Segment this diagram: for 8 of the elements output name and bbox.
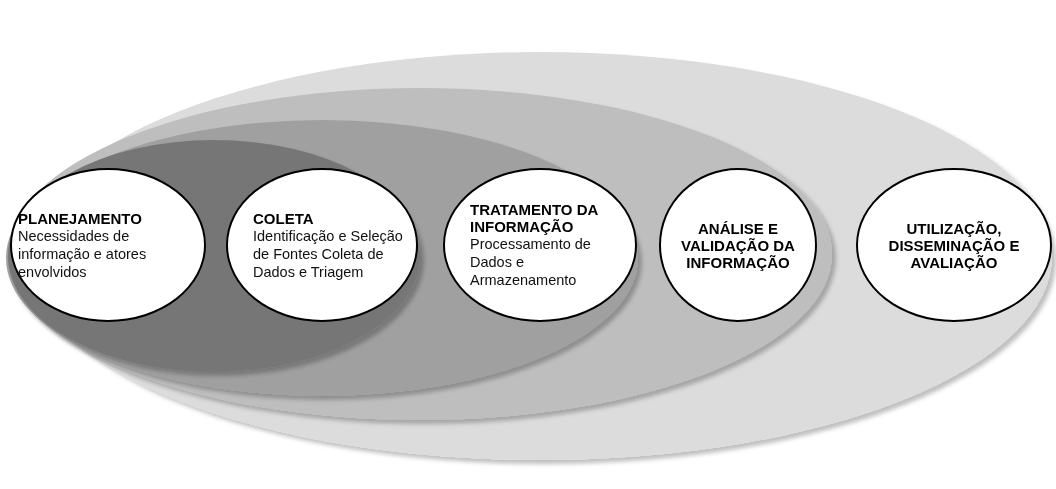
stage-title: ANÁLISE E VALIDAÇÃO DA INFORMAÇÃO xyxy=(680,219,796,271)
stage-description: Identificação e Seleção de Fontes Coleta de Dados e Triagem xyxy=(253,226,403,281)
stage-title: TRATAMENTO DA INFORMAÇÃO xyxy=(470,201,599,235)
stage-description: Necessidades de informação e atores envolvidos xyxy=(18,226,148,281)
stage-title: UTILIZAÇÃO, DISSEMINAÇÃO E AVALIAÇÃO xyxy=(887,219,1021,271)
stage-description: Processamento de Dados e Armazenamento xyxy=(470,235,592,289)
stage-title: COLETA xyxy=(253,209,315,227)
stage-title: PLANEJAMENTO xyxy=(18,209,143,227)
